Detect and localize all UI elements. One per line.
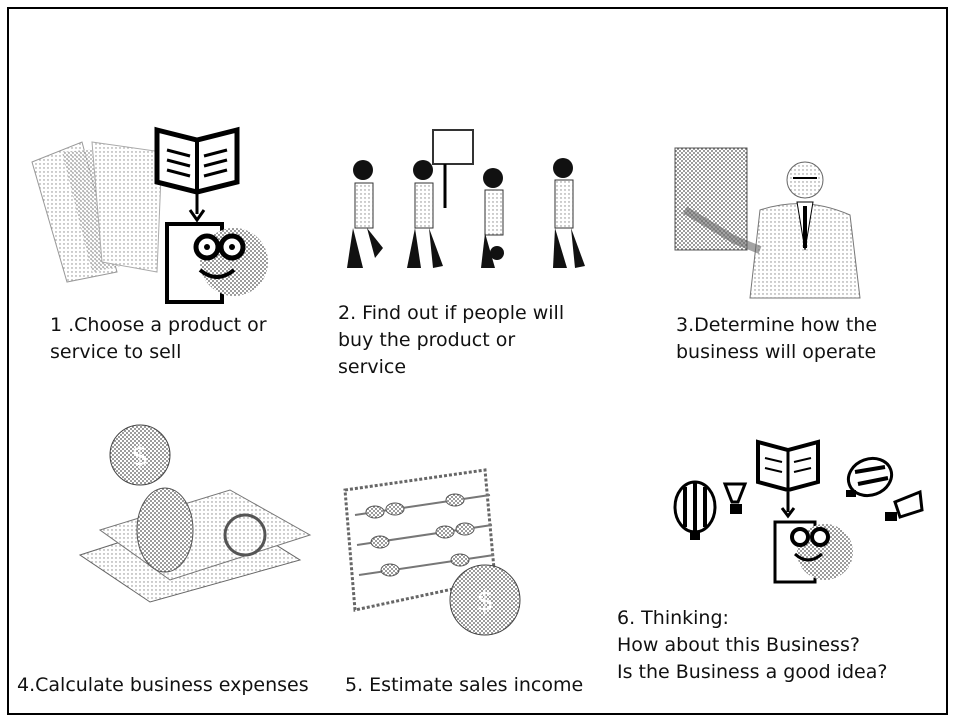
people-survey-clipart bbox=[347, 129, 585, 268]
businessman-clipart bbox=[674, 147, 861, 299]
thinking-face-icon bbox=[773, 520, 853, 584]
thinking-balloons-clipart bbox=[673, 439, 924, 584]
step-3-caption: 3.Determine how the business will operat… bbox=[676, 314, 878, 363]
hot-air-balloon-icon bbox=[846, 456, 894, 498]
abacus-income-clipart: $ bbox=[343, 468, 521, 636]
svg-text:$: $ bbox=[131, 439, 149, 472]
book-idea-clipart bbox=[31, 126, 268, 304]
book-icon bbox=[756, 439, 820, 493]
hot-air-balloon-icon bbox=[673, 480, 717, 540]
money-expenses-clipart: $ bbox=[78, 424, 312, 603]
thinking-face-icon bbox=[165, 222, 268, 304]
step-2-caption: 2. Find out if people will buy the produ… bbox=[338, 302, 565, 378]
step-5-caption: 5. Estimate sales income bbox=[345, 674, 584, 696]
step-1-caption: 1 .Choose a product or service to sell bbox=[50, 314, 267, 363]
step-4-caption: 4.Calculate business expenses bbox=[17, 674, 309, 696]
book-icon bbox=[154, 126, 240, 195]
step-6-caption: 6. Thinking: How about this Business? Is… bbox=[617, 607, 888, 683]
svg-text:$: $ bbox=[476, 584, 494, 617]
